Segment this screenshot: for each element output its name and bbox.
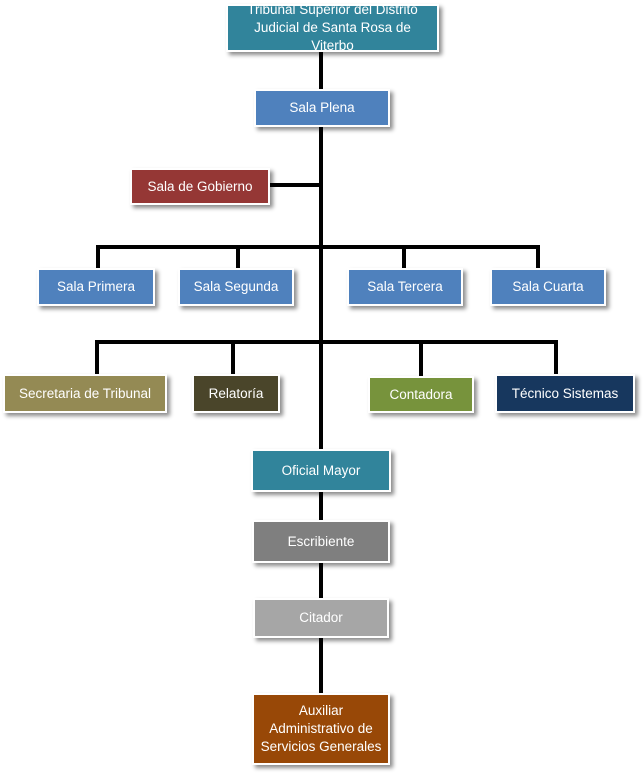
- sala-segunda-node: Sala Segunda: [178, 268, 294, 306]
- sala-tercera-node: Sala Tercera: [347, 268, 463, 306]
- escribiente-node: Escribiente: [252, 520, 390, 563]
- sala-primera-node: Sala Primera: [37, 268, 155, 306]
- relatoria-node: Relatoría: [192, 374, 280, 413]
- sala-cuarta-node: Sala Cuarta: [490, 268, 606, 306]
- sala-gobierno-node: Sala de Gobierno: [130, 168, 270, 205]
- tribunal-node: Tribunal Superior del Distrito Judicial …: [226, 2, 439, 53]
- citador-node: Citador: [253, 598, 389, 638]
- contadora-node: Contadora: [368, 376, 474, 413]
- sala-plena-node: Sala Plena: [254, 89, 390, 127]
- auxiliar-node: Auxiliar Administrativo de Servicios Gen…: [252, 693, 390, 765]
- tecnico-sistemas-node: Técnico Sistemas: [495, 374, 635, 413]
- secretaria-node: Secretaria de Tribunal: [3, 374, 167, 413]
- oficial-mayor-node: Oficial Mayor: [251, 449, 391, 492]
